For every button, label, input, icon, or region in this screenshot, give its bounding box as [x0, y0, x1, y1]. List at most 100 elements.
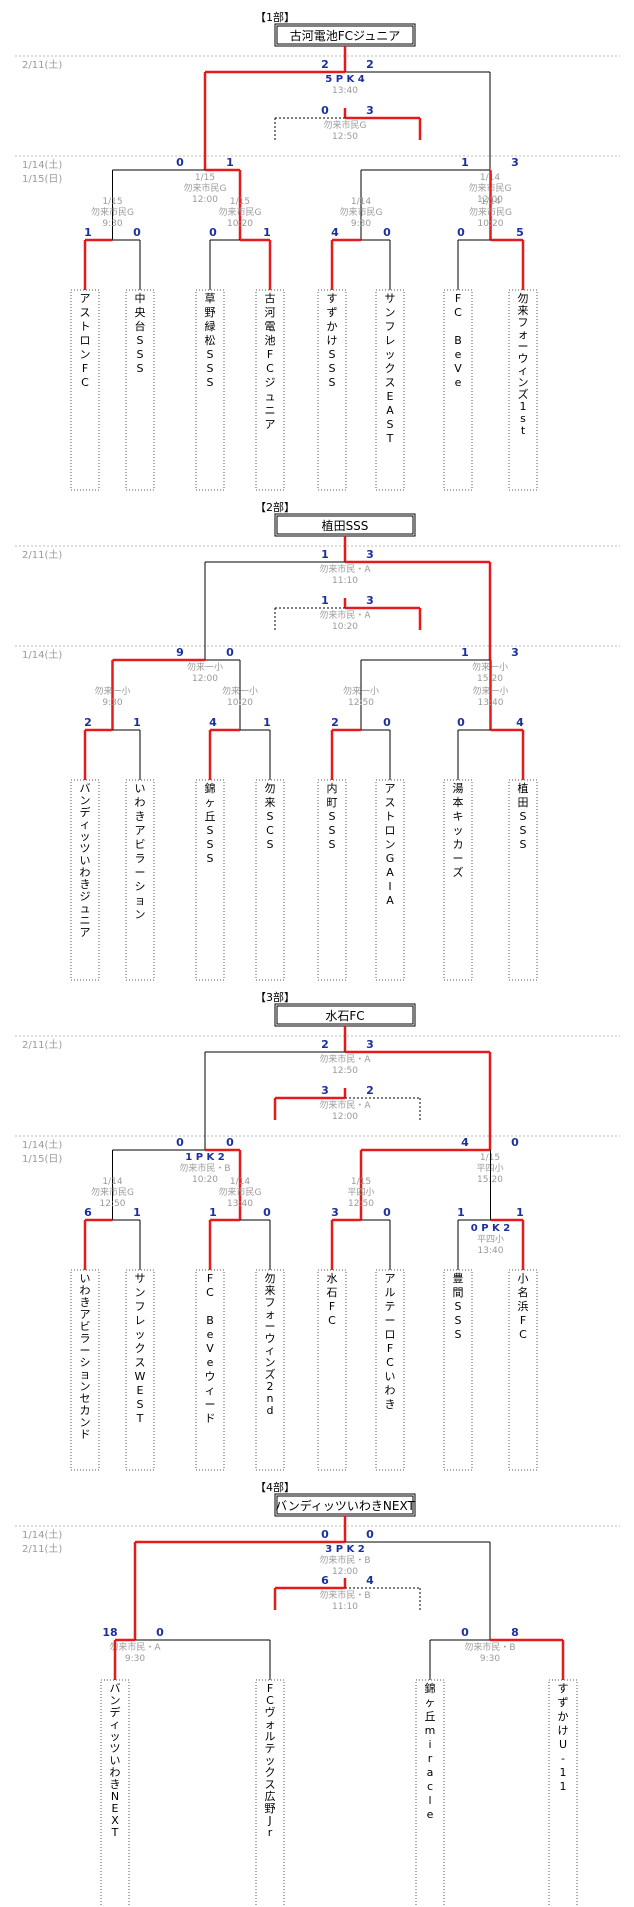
score: 0	[133, 226, 141, 239]
match-info: 1/15	[195, 173, 215, 183]
score: 0	[321, 1528, 329, 1541]
score: 1	[321, 594, 329, 607]
score: 3	[366, 548, 374, 561]
champion-box-inner	[276, 515, 414, 535]
match-info: 勿来一小	[187, 661, 223, 673]
match-info: 勿来市民・B	[319, 1554, 370, 1566]
match-info: 12:50	[100, 1199, 126, 1209]
match-info: 平四小	[347, 1187, 374, 1198]
match-info: 勿来一小	[343, 685, 379, 697]
match-info: 平四小	[477, 1234, 504, 1245]
score: 8	[511, 1626, 519, 1639]
score: 3	[321, 1084, 329, 1097]
score: 0	[209, 226, 217, 239]
match-info: 勿来市民・B	[319, 1589, 370, 1601]
score: 2	[321, 58, 329, 71]
pk-result: 0 P K 2	[471, 1223, 510, 1234]
match-info: 10:20	[332, 622, 358, 632]
match-info: 12:50	[332, 132, 358, 142]
match-info: 11:10	[332, 1602, 358, 1612]
team-name: いわきアビラーション	[135, 782, 146, 921]
score: 0	[457, 226, 465, 239]
match-info: 10:20	[227, 219, 253, 229]
match-info: 勿来市民・A	[109, 1641, 161, 1653]
date-label: 2/11(土)	[22, 58, 62, 71]
score: 9	[176, 646, 184, 659]
score: 6	[321, 1574, 329, 1587]
score: 1	[461, 646, 469, 659]
score: 0	[383, 716, 391, 729]
match-info: 12:00	[192, 195, 218, 205]
division-title: 【2部】	[255, 500, 295, 514]
match-info: 勿来市民G	[219, 1186, 262, 1198]
score: 1	[133, 716, 141, 729]
score: 1	[133, 1206, 141, 1219]
match-info: 勿来市民G	[219, 206, 262, 218]
score: 4	[461, 1136, 469, 1149]
match-info: 勿来市民G	[324, 119, 367, 131]
champion-name: 古河電池FCジュニア	[290, 28, 400, 43]
date-label: 1/14(土)	[22, 158, 62, 171]
match-info: 勿来一小	[94, 685, 130, 697]
score: 2	[321, 1038, 329, 1051]
match-info: 1/15	[351, 1177, 371, 1187]
match-info: 勿来市民G	[184, 182, 227, 194]
score: 5	[516, 226, 524, 239]
score: 1	[209, 1206, 217, 1219]
match-info: 1/14	[480, 197, 500, 207]
score: 4	[366, 1574, 374, 1587]
match-info: 10:20	[227, 698, 253, 708]
score: 2	[366, 58, 374, 71]
match-info: 9:30	[102, 698, 122, 708]
score: 6	[84, 1206, 92, 1219]
match-info: 1/14	[102, 1177, 122, 1187]
score: 0	[383, 226, 391, 239]
score: 0	[366, 1528, 374, 1541]
match-info: 13:40	[227, 1199, 253, 1209]
match-info: 13:40	[332, 86, 358, 96]
score: 3	[366, 1038, 374, 1051]
score: 0	[461, 1626, 469, 1639]
match-info: 13:40	[478, 1246, 504, 1256]
match-info: 1/15	[102, 197, 122, 207]
score: 1	[461, 156, 469, 169]
score: 2	[366, 1084, 374, 1097]
score: 1	[516, 1206, 524, 1219]
score: 3	[511, 156, 519, 169]
match-info: 勿来一小	[472, 685, 508, 697]
score: 1	[321, 548, 329, 561]
match-info: 12:00	[332, 1112, 358, 1122]
date-label: 2/11(土)	[22, 1542, 62, 1555]
score: 0	[176, 1136, 184, 1149]
score: 0	[321, 104, 329, 117]
match-info: 9:30	[125, 1654, 145, 1664]
date-label: 2/11(土)	[22, 1038, 62, 1051]
match-info: 1/14	[351, 197, 371, 207]
match-info: 1/14	[230, 1177, 250, 1187]
score: 0	[226, 646, 234, 659]
team-name: バンディッツいわきジュニア	[80, 782, 91, 939]
match-info: 勿来市民・A	[319, 1053, 371, 1065]
match-info: 9:30	[351, 219, 371, 229]
score: 0	[226, 1136, 234, 1149]
match-info: 9:30	[480, 1654, 500, 1664]
pk-result: 3 P K 2	[325, 1544, 364, 1555]
score: 18	[102, 1626, 117, 1639]
